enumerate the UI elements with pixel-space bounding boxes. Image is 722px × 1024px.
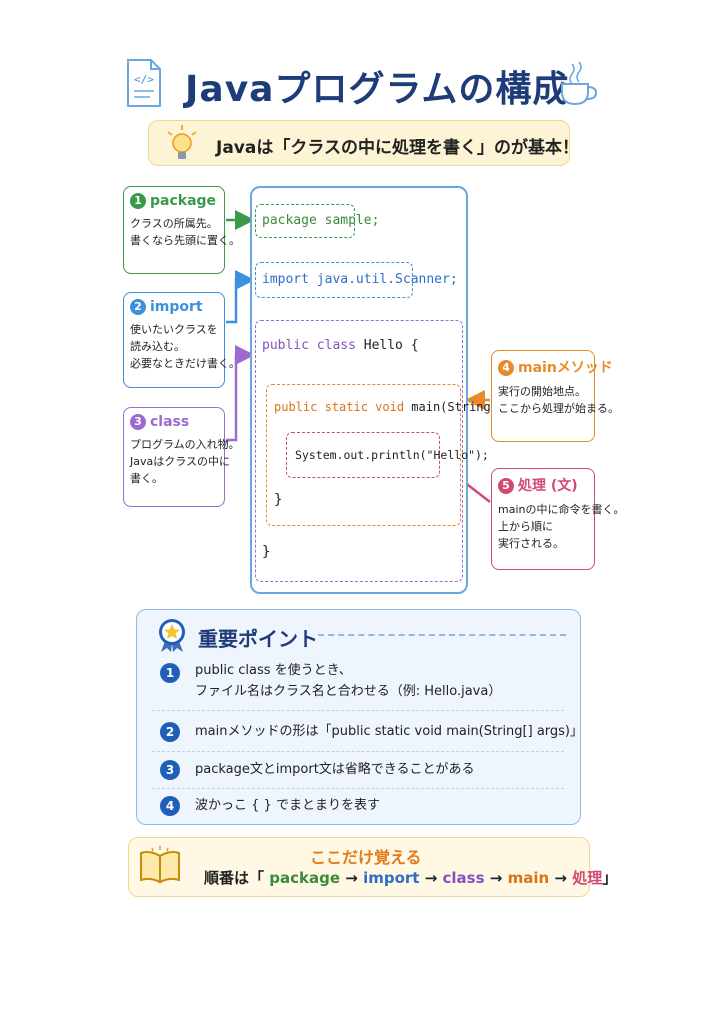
callout-number: 3 bbox=[130, 414, 146, 430]
memo-suffix: 」 bbox=[602, 869, 618, 887]
callout-title-text: 処理 (文) bbox=[518, 478, 578, 494]
seq-process: 処理 bbox=[572, 869, 603, 887]
important-points-panel bbox=[136, 609, 581, 825]
import-code-box bbox=[255, 262, 413, 298]
class-code-box bbox=[255, 320, 463, 582]
point-item-4: 波かっこ { } でまとまりを表す bbox=[195, 795, 380, 816]
callout-number: 4 bbox=[498, 360, 514, 376]
callout-title-text: package bbox=[150, 193, 217, 209]
point-divider bbox=[152, 788, 564, 789]
point-number: 3 bbox=[160, 760, 180, 780]
point-number: 2 bbox=[160, 722, 180, 742]
callout-line: 上から順に bbox=[498, 520, 553, 533]
code-file-icon: </> bbox=[125, 58, 163, 112]
statement-code-box bbox=[286, 432, 440, 478]
seq-main: main bbox=[507, 869, 550, 887]
class-keyword: public class bbox=[262, 338, 356, 353]
statement-line: System.out.println("Hello"); bbox=[295, 448, 489, 462]
seq-package: package bbox=[269, 869, 341, 887]
seq-arrow: → bbox=[489, 869, 503, 887]
point-divider bbox=[152, 710, 564, 711]
page-title: Javaプログラムの構成 bbox=[185, 69, 570, 110]
import-line: import java.util.Scanner; bbox=[262, 272, 458, 287]
callout-line: 書くなら先頭に置く。 bbox=[130, 234, 240, 247]
callout-line: プログラムの入れ物。 bbox=[130, 438, 240, 451]
seq-arrow: → bbox=[424, 869, 438, 887]
point-line: mainメソッドの形は「public static void main(Stri… bbox=[195, 724, 584, 739]
svg-text:</>: </> bbox=[134, 73, 154, 86]
point-line: ファイル名はクラス名と合わせる（例: Hello.java） bbox=[195, 684, 502, 699]
point-item-1: public class を使うとき、 ファイル名はクラス名と合わせる（例: H… bbox=[195, 660, 501, 702]
title-divider bbox=[318, 634, 566, 636]
callout-line: 使いたいクラスを bbox=[130, 323, 218, 336]
seq-arrow: → bbox=[554, 869, 567, 887]
callout-title-text: mainメソッド bbox=[518, 360, 613, 376]
open-book-icon bbox=[138, 846, 182, 890]
point-line: public class を使うとき、 bbox=[195, 663, 352, 678]
class-name: Hello { bbox=[355, 338, 419, 353]
point-item-2: mainメソッドの形は「public static void main(Stri… bbox=[195, 721, 583, 742]
light-bulb-icon bbox=[162, 124, 202, 168]
callout-line: 書く。 bbox=[130, 472, 163, 485]
callout-number: 5 bbox=[498, 478, 514, 494]
callout-line: Javaはクラスの中に bbox=[130, 455, 231, 468]
point-number: 1 bbox=[160, 663, 180, 683]
callout-line: クラスの所属先。 bbox=[130, 217, 218, 230]
seq-import: import bbox=[363, 869, 420, 887]
point-divider bbox=[152, 751, 564, 752]
callout-line: mainの中に命令を書く。 bbox=[498, 503, 625, 516]
tip-banner bbox=[148, 120, 570, 166]
memo-title: ここだけ覚える bbox=[310, 848, 422, 867]
main-keyword: public static void bbox=[274, 400, 405, 414]
callout-number: 2 bbox=[130, 299, 146, 315]
point-item-3: package文とimport文は省略できることがある bbox=[195, 759, 475, 780]
tip-text: Javaは「クラスの中に処理を書く」のが基本！ bbox=[216, 138, 580, 158]
seq-arrow: → bbox=[345, 869, 358, 887]
callout-line: 実行される。 bbox=[498, 537, 564, 550]
class-close-brace: } bbox=[262, 544, 271, 560]
star-badge-icon bbox=[156, 617, 188, 657]
code-panel bbox=[250, 186, 468, 594]
memo-prefix: 順番は「 bbox=[204, 869, 265, 887]
point-line: package文とimport文は省略できることがある bbox=[195, 762, 475, 777]
callout-title-text: class bbox=[150, 414, 190, 430]
package-line: package sample; bbox=[262, 213, 380, 228]
point-line: 波かっこ { } でまとまりを表す bbox=[195, 798, 380, 813]
point-number: 4 bbox=[160, 796, 180, 816]
class-line: public class Hello { bbox=[262, 338, 419, 353]
points-title: 重要ポイント bbox=[198, 627, 318, 651]
callout-line: 実行の開始地点。 bbox=[498, 385, 586, 398]
main-code-box bbox=[266, 384, 461, 526]
callout-line: 読み込む。 bbox=[130, 340, 185, 353]
seq-class: class bbox=[442, 869, 485, 887]
memo-sequence: 順番は「 package → import → class → main → 処… bbox=[204, 867, 617, 888]
callout-number: 1 bbox=[130, 193, 146, 209]
memo-box bbox=[128, 837, 590, 897]
coffee-cup-icon bbox=[558, 60, 598, 112]
main-close-brace: } bbox=[274, 492, 283, 508]
callout-line: 必要なときだけ書く。 bbox=[130, 357, 240, 370]
package-code-box bbox=[255, 204, 355, 238]
callout-title-text: import bbox=[150, 299, 203, 315]
callout-line: ここから処理が始まる。 bbox=[498, 402, 619, 415]
